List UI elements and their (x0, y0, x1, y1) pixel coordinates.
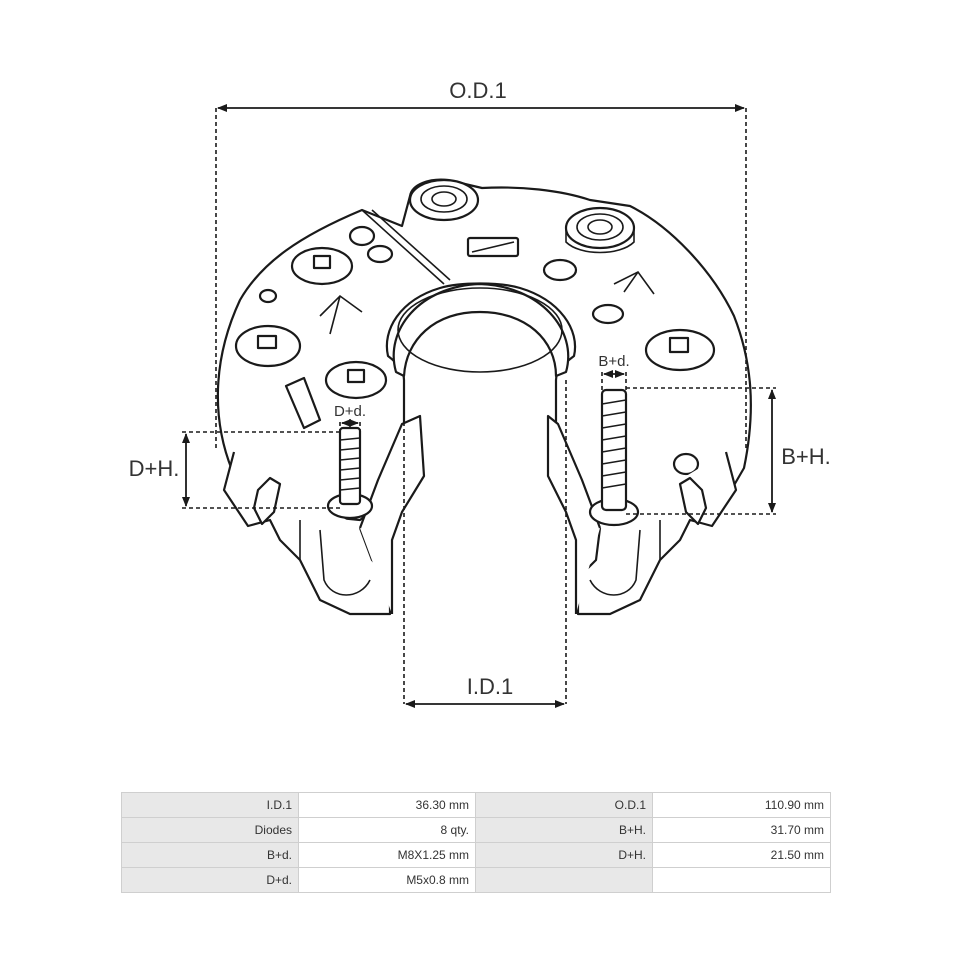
table-row: Diodes 8 qty. B+H. 31.70 mm (121, 817, 831, 843)
dimension-id1: I.D.1 (403, 380, 567, 708)
terminal-ring-right (564, 206, 636, 254)
dimension-label-bd: B+d. (598, 353, 629, 370)
spec-label: D+d. (121, 867, 299, 893)
b-plus-stud (588, 388, 640, 527)
spec-value: 8 qty. (298, 817, 476, 843)
diode-disc (644, 328, 716, 372)
spec-label: Diodes (121, 817, 299, 843)
dimension-label-bh: B+H. (781, 444, 831, 469)
spec-table: I.D.1 36.30 mm O.D.1 110.90 mm Diodes 8 … (121, 792, 831, 893)
spec-value: M5x0.8 mm (298, 867, 476, 893)
dimension-dd: D+d. (334, 403, 366, 440)
spec-label: O.D.1 (475, 792, 653, 818)
dimension-label-dd: D+d. (334, 403, 366, 420)
terminal-ring-top (408, 178, 480, 222)
dimension-label-id1: I.D.1 (467, 674, 513, 699)
spec-value (652, 867, 831, 893)
spec-value: 110.90 mm (652, 792, 831, 818)
dimension-dh: D+H. (129, 431, 340, 509)
d-plus-stud (326, 426, 374, 520)
spec-value: 21.50 mm (652, 842, 831, 868)
spec-label: B+d. (121, 842, 299, 868)
table-row: I.D.1 36.30 mm O.D.1 110.90 mm (121, 792, 831, 818)
rectifier-body (216, 178, 752, 616)
spec-label: D+H. (475, 842, 653, 868)
spec-label: I.D.1 (121, 792, 299, 818)
diode-disc (234, 324, 302, 368)
dimension-label-dh: D+H. (129, 456, 180, 481)
spec-value: M8X1.25 mm (298, 842, 476, 868)
dimension-label-od1: O.D.1 (449, 78, 506, 103)
diode-disc (290, 246, 354, 286)
spec-label (475, 867, 653, 893)
spec-label: B+H. (475, 817, 653, 843)
spec-value: 31.70 mm (652, 817, 831, 843)
dimension-bd: B+d. (598, 353, 630, 392)
rectifier-technical-drawing: O.D.1 I.D.1 D+H. B+H. D+d. B+d. (129, 78, 831, 708)
dimension-od1: O.D.1 (215, 78, 747, 450)
table-row: D+d. M5x0.8 mm (121, 867, 831, 893)
diode-disc (324, 360, 388, 400)
spec-value: 36.30 mm (298, 792, 476, 818)
table-row: B+d. M8X1.25 mm D+H. 21.50 mm (121, 842, 831, 868)
dimension-bh: B+H. (626, 387, 831, 515)
